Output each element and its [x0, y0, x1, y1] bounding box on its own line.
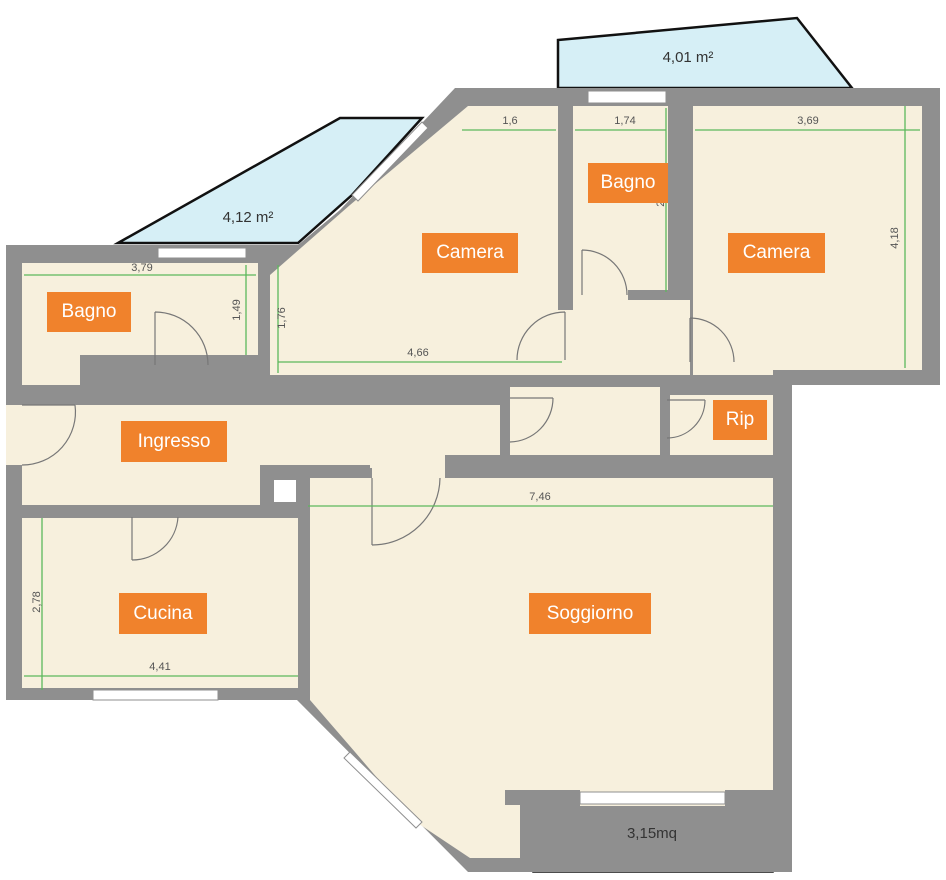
window-bagno-left	[157, 247, 247, 259]
dim-bagno-left-height: 1,49	[231, 299, 243, 320]
window-cucina	[92, 689, 219, 701]
floor-corridor	[565, 300, 690, 375]
floor-entry-gap	[6, 405, 26, 465]
pillar	[270, 476, 300, 506]
dim-camera-center-width: 4,66	[407, 347, 428, 359]
interior-walls	[6, 88, 780, 700]
balcony-top-left	[113, 116, 425, 245]
dim-bagno-center-width: 1,74	[614, 115, 635, 127]
dim-soggiorno-width: 7,46	[529, 491, 550, 503]
label-soggiorno: Soggiorno	[529, 593, 651, 634]
dim-camera-right-height: 4,18	[889, 227, 901, 248]
label-camera-right: Camera	[728, 233, 825, 273]
label-rip: Rip	[713, 400, 767, 440]
label-ingresso: Ingresso	[121, 421, 227, 462]
balcony-bottom-area: 3,15mq	[627, 825, 677, 842]
label-cucina: Cucina	[119, 593, 207, 634]
windows	[92, 90, 726, 829]
label-bagno-center: Bagno	[588, 163, 668, 203]
label-bagno-left: Bagno	[47, 292, 131, 332]
floor-soggiorno	[310, 468, 773, 858]
dim-camera-center-left-height: 1,76	[276, 307, 288, 328]
dim-cucina-width: 4,41	[149, 661, 170, 673]
floor-bagno-center	[573, 106, 668, 300]
window-soggiorno	[579, 791, 726, 805]
window-soggiorno-diag	[343, 751, 423, 829]
label-camera-center: Camera	[422, 233, 518, 273]
floor-camera-center	[270, 106, 565, 375]
dim-cucina-height: 2,78	[31, 591, 43, 612]
balcony-top-left-area: 4,12 m²	[223, 209, 274, 226]
floor-ingresso	[22, 385, 773, 505]
dim-bagno-left-width: 3,79	[131, 262, 152, 274]
balcony-top-right-area: 4,01 m²	[663, 49, 714, 66]
dim-camera-right-width: 3,69	[797, 115, 818, 127]
window-camera-center	[351, 121, 429, 202]
dim-camera-center-top: 1,6	[502, 115, 517, 127]
window-bagno-center	[587, 90, 667, 104]
doors	[21, 249, 735, 561]
